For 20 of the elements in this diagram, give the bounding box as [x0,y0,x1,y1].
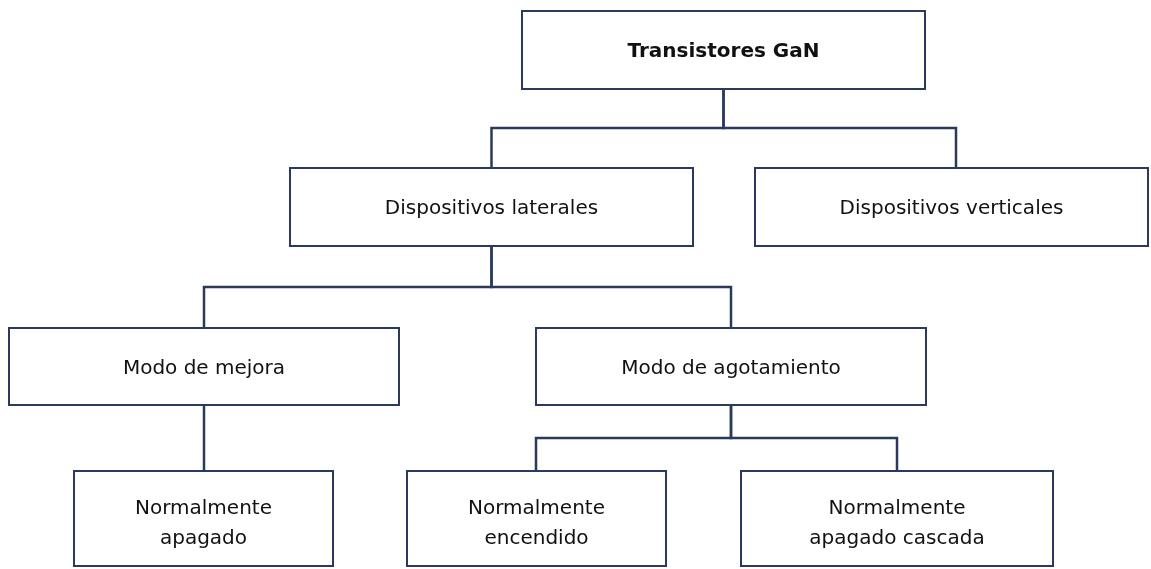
connector-line [202,406,206,470]
node-label: Transistores GaN [627,37,820,64]
process-box [8,327,400,406]
node-label: Normalmente apagado cascada [808,494,986,551]
process-box [754,167,1149,247]
node-label: Modo de agotamiento [621,353,841,381]
connector-line [722,90,958,167]
process-box [406,470,667,567]
connector-line [729,406,899,470]
process-box [73,470,334,567]
node-label: Normalmente encendido [467,494,606,551]
node-label: Dispositivos laterales [384,194,599,221]
process-box [740,470,1054,567]
process-box [521,10,926,90]
process-box [535,327,927,406]
node-label: Dispositivos verticales [839,194,1064,221]
node-label: Normalmente apagado [134,494,273,551]
connector-line [490,247,733,327]
process-box [289,167,694,247]
node-label: Modo de mejora [122,353,286,381]
